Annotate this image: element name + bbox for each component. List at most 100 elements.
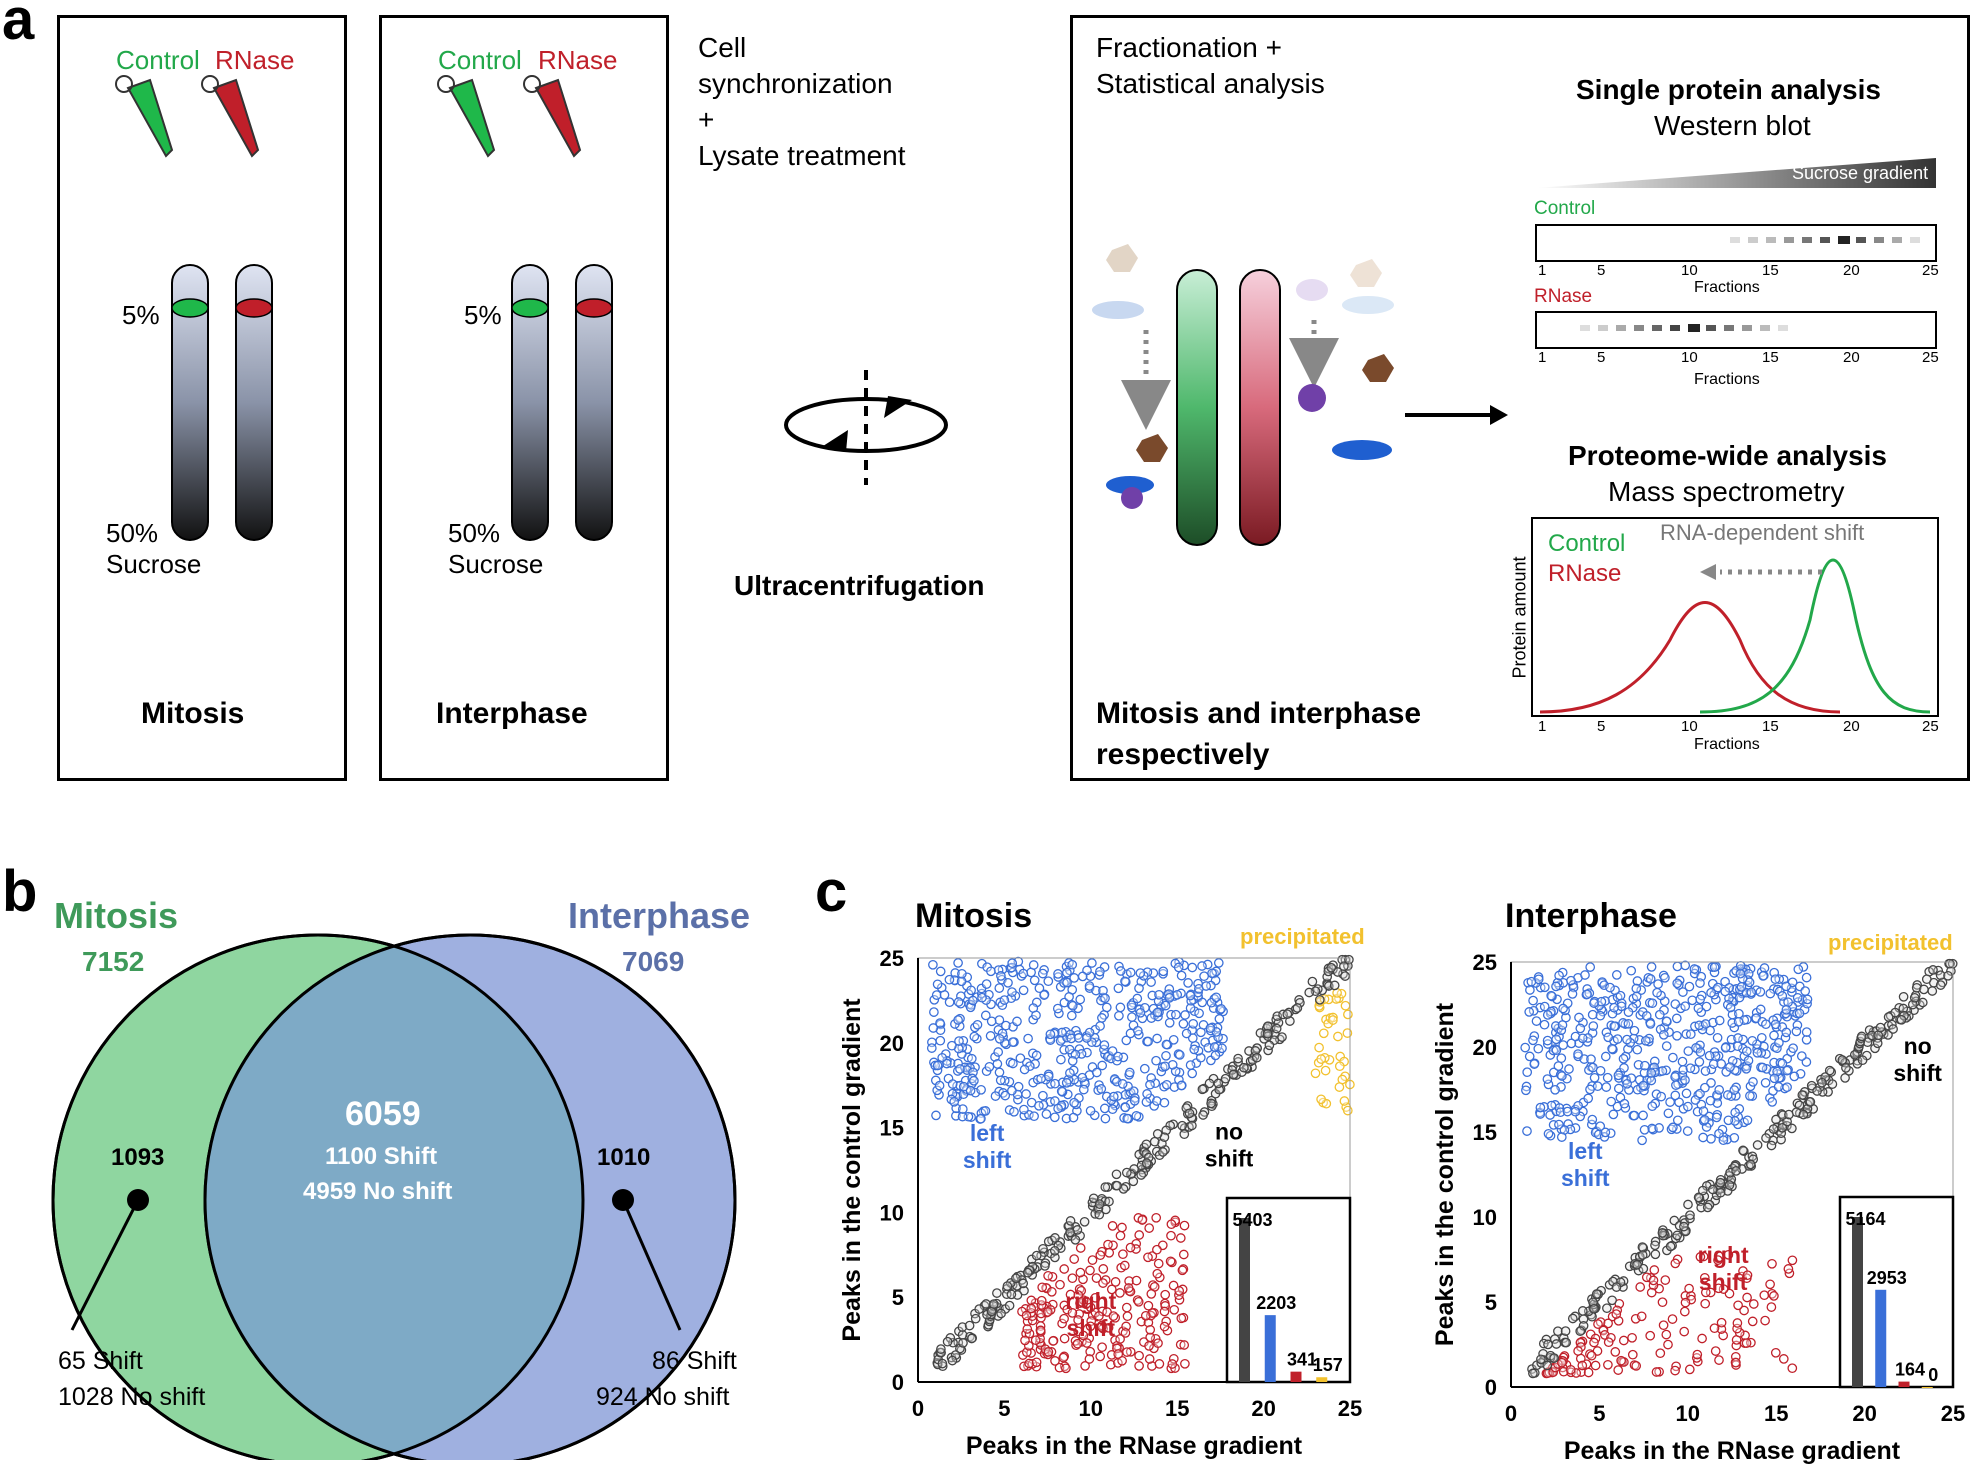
scatter-point	[1648, 1275, 1659, 1286]
scatter-point	[1059, 1333, 1070, 1344]
scatter-point	[1103, 1239, 1113, 1250]
scatter-point	[1777, 1122, 1788, 1133]
scatter-point	[1180, 1358, 1190, 1369]
mitosis-control-tube-icon	[115, 75, 174, 158]
scatter-point	[1271, 1023, 1282, 1034]
scatter-point	[1151, 1055, 1161, 1066]
scatter-point	[1141, 1158, 1152, 1168]
single-protein-title: Single protein analysis	[1576, 74, 1881, 105]
scatter-point	[1787, 1255, 1798, 1266]
scatter-point	[1722, 1090, 1733, 1100]
scatter-point	[1616, 1001, 1627, 1012]
tick: 25	[1922, 718, 1939, 735]
proteome-subtitle: Mass spectrometry	[1608, 476, 1845, 507]
scatter-point	[1883, 1012, 1894, 1022]
scatter-point	[1748, 1077, 1758, 1087]
inset-bar	[1239, 1218, 1250, 1382]
scatter-point	[1316, 1094, 1326, 1105]
scatter-point	[1034, 983, 1045, 994]
scatter-point	[1656, 1091, 1667, 1102]
scatter-point	[958, 1338, 968, 1348]
scatter-point	[1091, 1067, 1102, 1078]
right-shift-label: shift	[1067, 1315, 1116, 1341]
scatter-point	[1114, 1010, 1124, 1021]
scatter-point	[1619, 1063, 1629, 1073]
scatter-point	[981, 1299, 991, 1309]
scatter-point	[1140, 1310, 1151, 1321]
scatter-point	[969, 1075, 979, 1086]
scatter-point	[937, 1358, 948, 1369]
scatter-point	[1521, 1085, 1531, 1096]
scatter-point	[1767, 1258, 1777, 1269]
scatter-point	[1713, 1283, 1724, 1294]
scatter-point	[1735, 968, 1746, 979]
scatter-point	[1577, 1360, 1588, 1371]
scatter-point	[1097, 1013, 1107, 1023]
scatter-point	[1788, 1043, 1798, 1054]
scatter-point	[1679, 1306, 1690, 1317]
scatter-point	[1787, 1123, 1797, 1134]
scatter-point	[1898, 991, 1909, 1002]
scatter-point	[1577, 1033, 1588, 1044]
scatter-point	[1197, 961, 1207, 971]
scatter-point	[1112, 1180, 1122, 1191]
scatter-point	[1213, 1032, 1223, 1042]
scatter-point	[1184, 1108, 1195, 1119]
scatter-point	[1909, 992, 1920, 1003]
tick: 10	[1681, 262, 1698, 279]
y-tick-label: 0	[1485, 1375, 1497, 1400]
scatter-point	[988, 1299, 999, 1309]
scatter-point	[1601, 1082, 1612, 1092]
venn-interphase-only-noshift: 924 No shift	[596, 1383, 730, 1411]
scatter-point	[1136, 1160, 1147, 1171]
inset-bar-label: 341	[1287, 1350, 1317, 1370]
scatter-point	[964, 1320, 975, 1331]
interphase-rnase-tube-icon	[523, 75, 582, 158]
x-tick-label: 15	[1165, 1396, 1189, 1421]
scatter-point	[1314, 1042, 1324, 1053]
scatter-point	[1213, 1078, 1224, 1089]
step2-line1: Fractionation +	[1096, 32, 1282, 63]
scatter-point	[1107, 1104, 1118, 1115]
scatter-point	[1645, 1330, 1656, 1341]
scatter-point	[1758, 971, 1768, 981]
scatter-point	[1018, 985, 1029, 996]
scatter-point	[1081, 1338, 1092, 1348]
scatter-point	[1661, 1329, 1672, 1340]
scatter-point	[950, 1350, 961, 1360]
scatter-point	[1134, 983, 1144, 994]
scatter-point	[1135, 1007, 1146, 1018]
scatter-point	[1103, 1322, 1114, 1333]
fractions-label: Fractions	[1694, 736, 1760, 753]
scatter-point	[1144, 1341, 1154, 1351]
inset-bar	[1852, 1217, 1863, 1387]
scatter-point	[1602, 1303, 1612, 1314]
scatter-point	[1152, 1244, 1162, 1255]
x-tick-label: 15	[1764, 1401, 1788, 1426]
scatter-point	[1175, 1339, 1186, 1350]
scatter-point	[1525, 985, 1535, 995]
scatter-point	[1714, 1085, 1725, 1095]
scatter-point	[1603, 1359, 1613, 1370]
scatter-point	[1105, 1359, 1116, 1370]
scatter-point	[1596, 996, 1607, 1007]
scatter-point	[1757, 1062, 1768, 1073]
scatter-point	[1791, 1026, 1802, 1037]
scatter-point	[1533, 1043, 1544, 1054]
scatter-point	[1292, 1003, 1303, 1013]
scatter-point	[1670, 1365, 1680, 1376]
scatter-point	[1524, 1007, 1535, 1017]
fractions-label: Fractions	[1694, 279, 1760, 296]
scatter-point	[1031, 1357, 1042, 1368]
scatter-point	[1096, 1322, 1107, 1332]
scatter-point	[1610, 1347, 1621, 1357]
scatter-point	[1745, 1159, 1756, 1170]
scatter-point	[1801, 1027, 1812, 1037]
scatter-point	[1204, 1078, 1215, 1089]
scatter-point	[1262, 1028, 1273, 1039]
scatter-point	[1729, 1065, 1740, 1075]
step1-line3: +	[698, 104, 715, 135]
scatter-point	[1647, 1101, 1658, 1112]
wb-rnase-label: RNase	[1534, 286, 1593, 307]
scatter-point	[1094, 1311, 1104, 1321]
